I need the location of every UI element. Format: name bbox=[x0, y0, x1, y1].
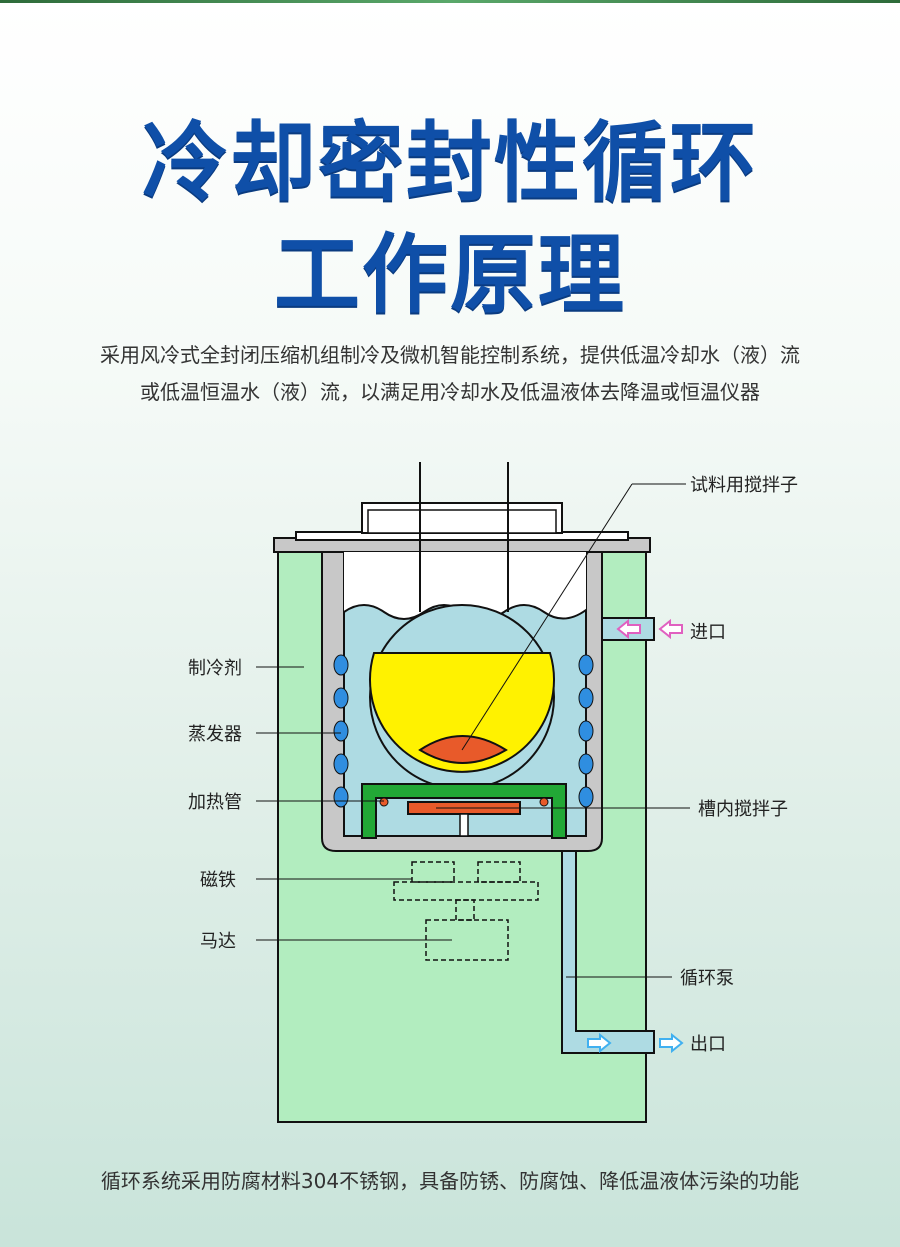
heater-dot-right bbox=[539, 797, 549, 807]
flask-liquid bbox=[369, 652, 555, 773]
tank-stir-shaft bbox=[459, 813, 469, 837]
green-frame bbox=[361, 783, 567, 839]
top-accent-bar bbox=[0, 0, 900, 3]
page-title-line1: 冷却密封性循环 bbox=[142, 113, 758, 213]
label-tank-stirrer: 槽内搅拌子 bbox=[698, 799, 788, 820]
outlet-arrow-outer-icon bbox=[659, 1032, 684, 1054]
inlet-arrow-inner-icon bbox=[616, 618, 641, 640]
page-title-line2: 工作原理 bbox=[274, 225, 626, 325]
outlet-arrow-inner-icon bbox=[587, 1032, 612, 1054]
label-evaporator: 蒸发器 bbox=[188, 724, 242, 745]
description-line2: 或低温恒温水（液）流，以满足用冷却水及低温液体去降温或恒温仪器 bbox=[140, 380, 760, 404]
label-pump: 循环泵 bbox=[680, 968, 734, 989]
evaporator-coils-right bbox=[578, 654, 594, 808]
label-magnet: 磁铁 bbox=[200, 870, 236, 891]
footer-note: 循环系统采用防腐材料304不锈钢，具备防锈、防腐蚀、降低温液体污染的功能 bbox=[100, 1169, 800, 1193]
label-refrigerant: 制冷剂 bbox=[188, 658, 242, 679]
label-inlet: 进口 bbox=[690, 622, 726, 643]
inlet-arrow-outer-icon bbox=[658, 618, 683, 640]
sample-stir-bar bbox=[418, 735, 508, 764]
lid-top-inner bbox=[367, 509, 557, 534]
outlet-pipe bbox=[561, 850, 655, 1054]
description-line1: 采用风冷式全封闭压缩机组制冷及微机智能控制系统，提供低温冷却水（液）流 bbox=[100, 343, 800, 367]
label-sample-stirrer: 试料用搅拌子 bbox=[690, 475, 798, 496]
label-outlet: 出口 bbox=[690, 1034, 726, 1055]
leader-lines bbox=[256, 483, 690, 978]
label-motor: 马达 bbox=[200, 931, 236, 952]
heater-dot-left bbox=[379, 797, 389, 807]
label-heater: 加热管 bbox=[188, 792, 242, 813]
evaporator-coils-left bbox=[333, 654, 349, 808]
